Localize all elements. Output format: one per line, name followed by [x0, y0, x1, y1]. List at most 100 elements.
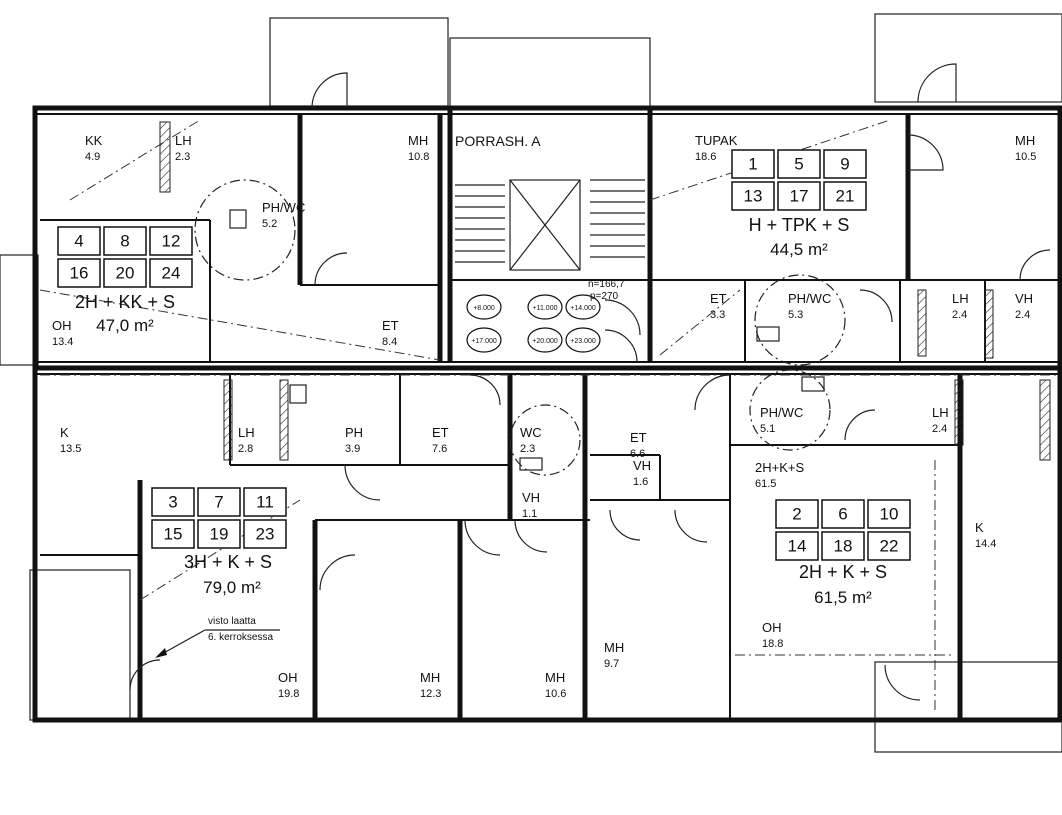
- room: K 13.5: [60, 425, 81, 455]
- room: K14.4: [975, 520, 996, 550]
- room-code: LH: [952, 291, 969, 306]
- apartment-number-cell: 13: [731, 181, 775, 211]
- room-area: 9.7: [604, 658, 619, 670]
- room: LH2.4: [952, 291, 969, 321]
- apartment-area: 61,5 m²: [814, 588, 872, 607]
- room: PH 3.9: [345, 425, 363, 455]
- room: MH 12.3: [420, 670, 441, 700]
- apartment-number-cell: 18: [821, 531, 865, 561]
- room-code: ET: [710, 291, 727, 306]
- apartment-number-cell: 7: [197, 487, 241, 517]
- slab-note: visto laatta 6. kerroksessa: [155, 616, 280, 658]
- apartment-number-cell: 1: [731, 149, 775, 179]
- room-labels: KK4.9LH2.3PH/WC5.2MH10.8OH13.4ET8.4TUPAK…: [52, 133, 1036, 700]
- room: LH2.4: [932, 405, 949, 435]
- apartment-number-cell: 23: [243, 519, 287, 549]
- apartment-number-cell: 5: [777, 149, 821, 179]
- room-code: VH: [633, 458, 651, 473]
- stair-dims-note: n=166,7 p=270: [588, 279, 625, 302]
- apartment-number: 18: [834, 537, 853, 556]
- room: VH 1.6: [633, 458, 651, 488]
- apartment-number: 17: [790, 187, 809, 206]
- room-code: K: [60, 425, 69, 440]
- apartment-type: 2H + KK + S: [75, 292, 175, 312]
- room-code: MH: [420, 670, 440, 685]
- apartment-number-cell: 6: [821, 499, 865, 529]
- room-code: MH: [545, 670, 565, 685]
- room-area: 3.9: [345, 443, 360, 455]
- stair-level-markers: +8.000+11.000+14.000+17.000+20.000+23.00…: [466, 294, 601, 353]
- stair-dims-line1: n=166,7: [588, 279, 625, 290]
- apartment-number: 5: [794, 155, 803, 174]
- apartment-number: 1: [748, 155, 757, 174]
- room-code: K: [975, 520, 984, 535]
- stair-level-marker-text: +17.000: [471, 338, 497, 345]
- room: LH2.8: [238, 425, 255, 455]
- apartment-number: 19: [210, 525, 229, 544]
- room-area: 2.8: [238, 443, 253, 455]
- room-area: 5.3: [788, 309, 803, 321]
- room-code: MH: [1015, 133, 1035, 148]
- room: VH2.4: [1015, 291, 1033, 321]
- fixtures: [194, 179, 846, 476]
- room-area: 1.6: [633, 476, 648, 488]
- stair-level-marker-text: +8.000: [473, 305, 495, 312]
- stairwell: [455, 179, 645, 271]
- room-code: ET: [432, 425, 449, 440]
- apartment-number-cell: 8: [103, 226, 147, 256]
- apartment-number-cell: 24: [149, 258, 193, 288]
- room-code: ET: [630, 430, 647, 445]
- room-code: TUPAK: [695, 133, 738, 148]
- apartment-number-cell: 15: [151, 519, 195, 549]
- room-area: 4.9: [85, 151, 100, 163]
- room-code: 2H+K+S: [755, 460, 804, 475]
- apartment-area: 44,5 m²: [770, 240, 828, 259]
- apartment-number: 4: [74, 232, 83, 251]
- apartment-type: H + TPK + S: [749, 215, 850, 235]
- room: KK4.9: [85, 133, 103, 163]
- apartment-number-cell: 2: [775, 499, 819, 529]
- stair-level-marker: +23.000: [565, 327, 601, 353]
- apartment-number: 10: [880, 505, 899, 524]
- apartment-area: 47,0 m²: [96, 316, 154, 335]
- apartment-number: 2: [792, 505, 801, 524]
- room-area: 12.3: [420, 688, 441, 700]
- apartment-number: 11: [256, 493, 274, 512]
- apartment-number: 12: [162, 232, 181, 251]
- apartment-number: 23: [256, 525, 275, 544]
- room-area: 1.1: [522, 508, 537, 520]
- stair-level-marker-text: +23.000: [570, 338, 596, 345]
- room: ET8.4: [382, 318, 399, 348]
- room: ET 3.3: [710, 291, 727, 321]
- apartment-type: 3H + K + S: [184, 552, 272, 572]
- room-code: PH/WC: [788, 291, 831, 306]
- room: VH 1.1: [522, 490, 540, 520]
- apartment-number-cell: 14: [775, 531, 819, 561]
- room-code: VH: [522, 490, 540, 505]
- room-code: PH/WC: [760, 405, 803, 420]
- apartment-number-cell: 21: [823, 181, 867, 211]
- room-code: OH: [278, 670, 298, 685]
- room: 2H+K+S61.5: [755, 460, 804, 490]
- room: ET7.6: [432, 425, 449, 455]
- room-area: 10.8: [408, 151, 429, 163]
- room: LH2.3: [175, 133, 192, 163]
- apartment-number: 6: [838, 505, 847, 524]
- room-area: 18.8: [762, 638, 783, 650]
- room-area: 19.8: [278, 688, 299, 700]
- apartment-number-cell: 3: [151, 487, 195, 517]
- room-area: 13.5: [60, 443, 81, 455]
- room-code: PH: [345, 425, 363, 440]
- room: OH 19.8: [278, 670, 299, 700]
- room-code: WC: [520, 425, 542, 440]
- stair-level-marker-text: +14.000: [570, 305, 596, 312]
- apartment-number: 21: [836, 187, 855, 206]
- room-code: VH: [1015, 291, 1033, 306]
- room-area: 3.3: [710, 309, 725, 321]
